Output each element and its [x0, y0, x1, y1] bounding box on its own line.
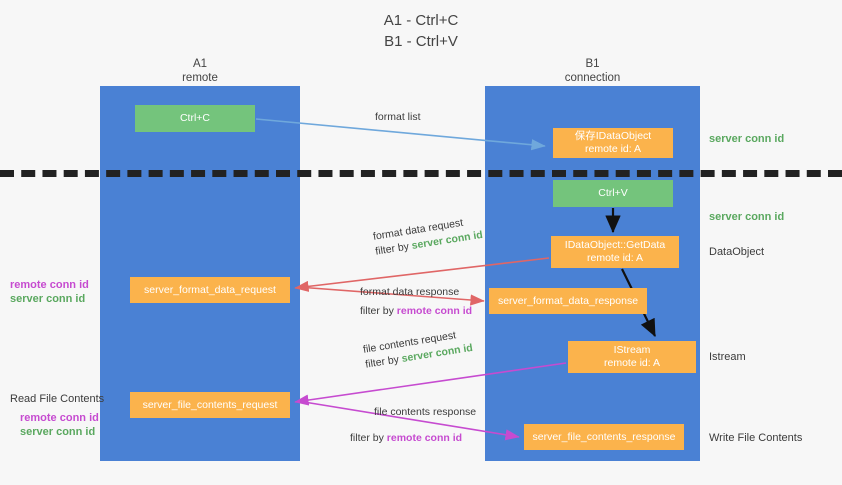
- box-server-file-contents-response-label: server_file_contents_response: [532, 430, 676, 443]
- box-ctrl-c-label: Ctrl+C: [179, 112, 211, 124]
- note-remote-conn-id-2: remote conn id: [20, 412, 99, 424]
- note-server-conn-id-top: server conn id: [709, 133, 785, 145]
- phase-divider: [0, 170, 842, 177]
- note-server-conn-id-mid: server conn id: [709, 211, 785, 223]
- column-header-b1-role: connection: [564, 72, 621, 84]
- column-header-a1-role: remote: [182, 72, 218, 84]
- box-server-format-data-request-label: server_format_data_request: [144, 283, 276, 296]
- box-server-file-contents-request-label: server_file_contents_request: [142, 398, 278, 411]
- edge-label-format-data-response-filter-prefix: filter by: [360, 305, 397, 317]
- box-ctrl-c[interactable]: Ctrl+C: [135, 105, 255, 132]
- box-server-format-data-response[interactable]: server_format_data_response: [489, 288, 647, 314]
- title-line-2: B1 - Ctrl+V: [384, 33, 458, 50]
- box-idataobject-getdata-line2: remote id: A: [586, 252, 644, 264]
- edge-label-file-contents-request: file contents request filter by server c…: [362, 326, 474, 373]
- box-istream-line1: IStream: [613, 344, 651, 356]
- edge-label-format-list-text: format list: [375, 111, 421, 123]
- note-read-file-contents: Read File Contents: [10, 393, 105, 405]
- edge-label-file-contents-response-text: file contents response: [374, 406, 477, 418]
- note-istream: Istream: [709, 351, 746, 363]
- box-server-format-data-response-label: server_format_data_response: [497, 294, 639, 307]
- note-conn-ids-file: remote conn id server conn id: [20, 411, 130, 439]
- box-server-format-data-request[interactable]: server_format_data_request: [130, 277, 290, 303]
- note-server-conn-id-1: server conn id: [10, 293, 86, 305]
- note-conn-ids-format: remote conn id server conn id: [10, 278, 120, 306]
- box-server-file-contents-response[interactable]: server_file_contents_response: [524, 424, 684, 450]
- box-istream-line2: remote id: A: [603, 357, 661, 369]
- box-ctrl-v[interactable]: Ctrl+V: [553, 180, 673, 207]
- edge-label-file-contents-response: file contents response filter by remote …: [350, 405, 476, 446]
- edge-label-file-contents-response-filter-prefix: filter by: [350, 432, 387, 444]
- edge-label-format-data-request: format data request filter by server con…: [372, 213, 484, 260]
- edge-label-format-list: format list: [375, 110, 421, 125]
- box-idataobject-getdata-line1: IDataObject::GetData: [564, 239, 666, 251]
- column-header-a1: A1 remote: [100, 57, 300, 85]
- note-server-conn-id-2: server conn id: [20, 426, 96, 438]
- edge-label-format-data-response-filter-key: remote conn id: [396, 305, 473, 317]
- note-write-file-contents: Write File Contents: [709, 432, 803, 444]
- note-remote-conn-id-1: remote conn id: [10, 279, 89, 291]
- box-istream[interactable]: IStream remote id: A: [568, 341, 696, 373]
- column-header-a1-name: A1: [192, 58, 208, 70]
- box-copy-dataobject[interactable]: 保存IDataObject remote id: A: [553, 128, 673, 158]
- note-dataobject: DataObject: [709, 246, 765, 258]
- edge-label-format-data-response-text: format data response: [360, 286, 460, 298]
- column-header-b1: B1 connection: [485, 57, 700, 85]
- column-header-b1-name: B1: [585, 58, 600, 70]
- box-server-file-contents-request[interactable]: server_file_contents_request: [130, 392, 290, 418]
- page-title: A1 - Ctrl+C B1 - Ctrl+V: [0, 10, 842, 52]
- box-idataobject-getdata[interactable]: IDataObject::GetData remote id: A: [551, 236, 679, 268]
- title-line-1: A1 - Ctrl+C: [383, 12, 459, 29]
- box-copy-dataobject-line2: remote id: A: [584, 143, 642, 155]
- edge-label-format-data-response: format data response filter by remote co…: [360, 285, 472, 319]
- box-copy-dataobject-line1: 保存IDataObject: [574, 130, 652, 142]
- edge-label-file-contents-response-filter-key: remote conn id: [386, 432, 463, 444]
- box-ctrl-v-label: Ctrl+V: [598, 187, 628, 199]
